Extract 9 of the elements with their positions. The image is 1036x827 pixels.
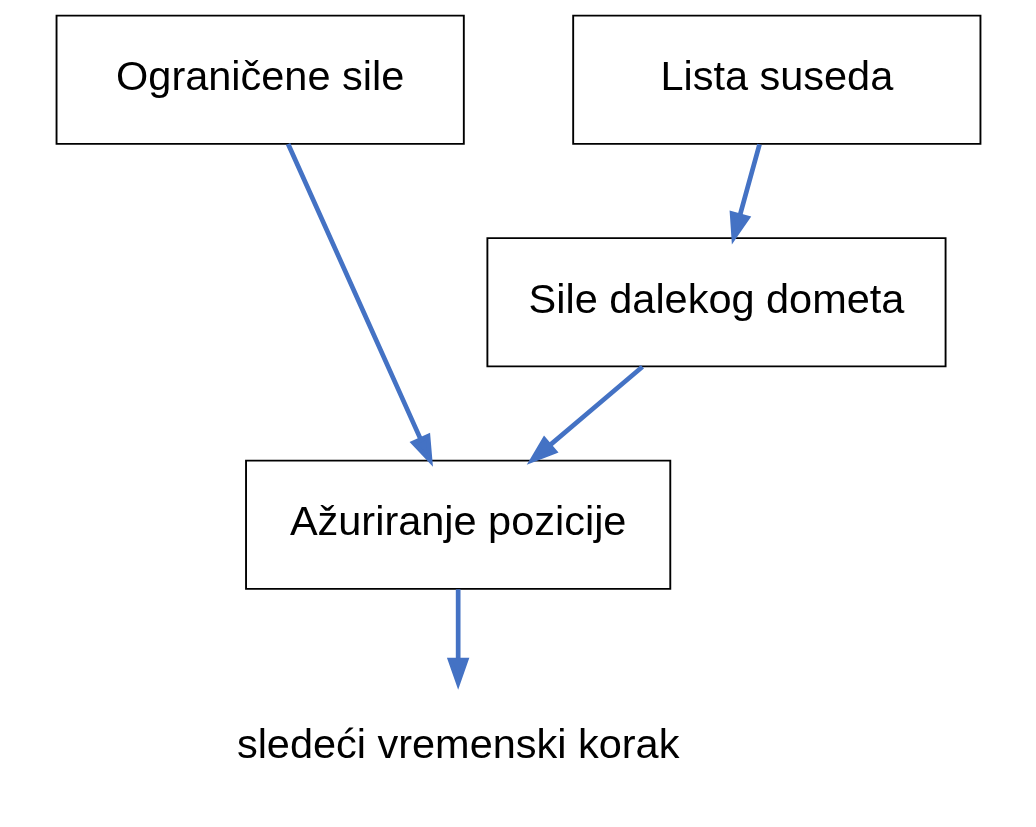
node-text: sledeći vremenski korak	[236, 719, 679, 767]
arrow	[285, 142, 433, 467]
node-box: Sile dalekog dometa	[485, 237, 947, 368]
node-box: Ograničene sile	[55, 14, 465, 145]
arrow	[446, 589, 469, 690]
node-box: Ažuriranje pozicije	[244, 459, 671, 590]
node-box: Lista suseda	[571, 14, 981, 145]
arrow	[729, 143, 762, 245]
arrow	[526, 365, 644, 465]
